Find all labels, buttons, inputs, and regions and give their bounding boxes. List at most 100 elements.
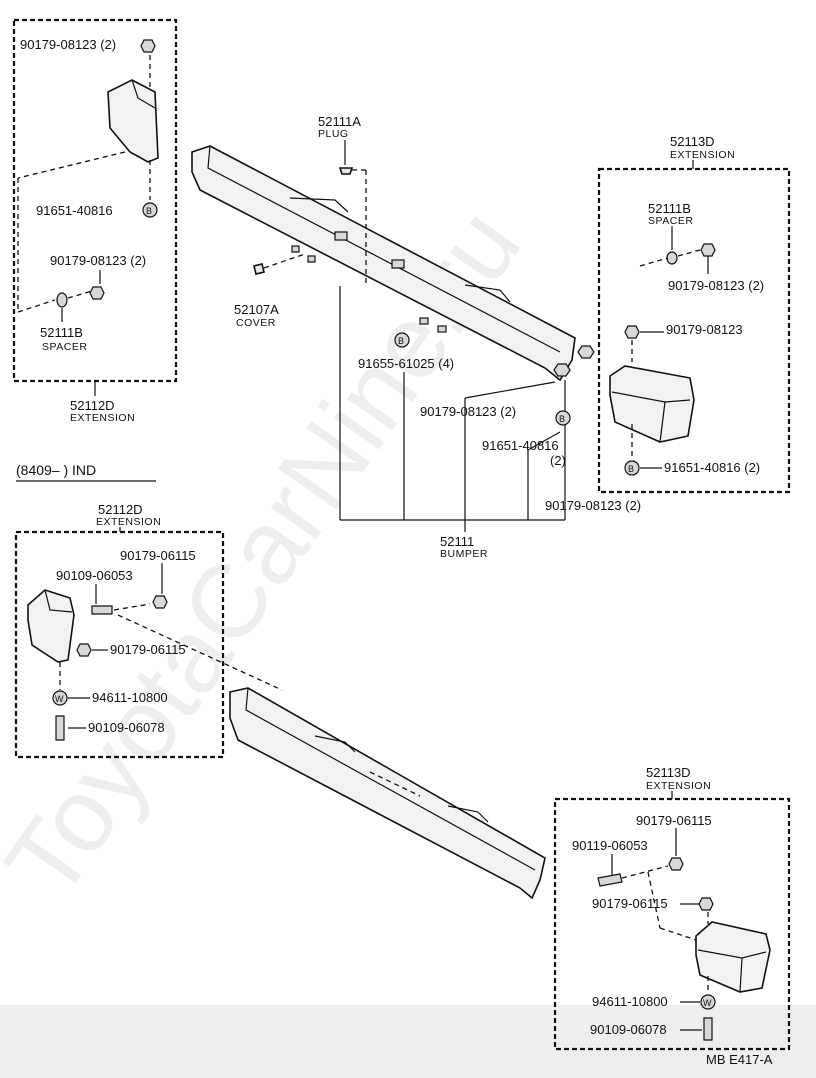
extension-52113D-bottom-group: 52113D EXTENSION 90179-06115 90119-06053…: [553, 765, 791, 1051]
nut-icon: [553, 363, 571, 377]
bracket-edge: [659, 401, 666, 443]
leader-line: [263, 253, 306, 269]
nut-icon: [668, 857, 684, 871]
leader-line: [639, 257, 669, 267]
bumper-rib: [464, 284, 511, 303]
bumper-bar-icon: [191, 145, 576, 382]
leader-line: [621, 865, 669, 879]
label-90179-08123-bottom: 90179-08123 (2): [545, 498, 641, 513]
b-bolt-icon: [555, 410, 571, 426]
label-94611-10800-right: 94611-10800: [592, 994, 668, 1009]
b-bolt-icon: [624, 460, 640, 476]
label-52111B-right: 52111B: [648, 201, 691, 216]
plug-icon: [338, 167, 354, 175]
bolt-mark: B: [146, 206, 152, 216]
bolt-mark: B: [628, 464, 634, 474]
leader-line: [117, 614, 283, 691]
washer-mark: W: [55, 694, 64, 704]
extension-52113D-top-group: 52113D EXTENSION 52111B SPACER 90179-081…: [597, 134, 791, 494]
washer-mark: W: [703, 998, 712, 1008]
label-90179-08123-right-single: 90179-08123: [666, 322, 743, 337]
bolt-icon: [91, 605, 113, 615]
label-spacer-left: SPACER: [42, 341, 87, 353]
bumper-edge: [245, 687, 536, 871]
bumper-hole: [291, 245, 300, 253]
bumper-rib: [314, 735, 356, 753]
extension-bracket-right-lower-icon: [695, 921, 771, 993]
label-91651-40816-center-qty: (2): [550, 453, 566, 468]
label-90179-08123-center: 90179-08123 (2): [420, 404, 516, 419]
bumper-edge: [207, 145, 561, 353]
leader-line: [369, 771, 421, 797]
label-cover: COVER: [236, 317, 276, 329]
leader-line: [464, 381, 556, 399]
extension-box-top-left: [12, 18, 178, 383]
bumper-hole: [307, 255, 316, 263]
extension-box-top-right: [597, 167, 791, 494]
label-bumper: BUMPER: [440, 548, 488, 560]
nut-icon: [140, 39, 156, 53]
extension-bracket-right-icon: [609, 365, 695, 443]
bumper-lower-group: [229, 687, 546, 900]
label-90179-06115-d: 90179-06115: [592, 896, 668, 911]
bracket-edge: [131, 79, 156, 109]
leader-line: [659, 927, 697, 941]
bracket-edge: [739, 957, 743, 993]
label-52112D-bottom: 52112D: [98, 502, 143, 517]
label-90179-06115-b: 90179-06115: [110, 642, 186, 657]
nut-icon: [76, 643, 92, 657]
label-91655-61025: 91655-61025 (4): [358, 356, 454, 371]
label-52113D-top: 52113D: [670, 134, 715, 149]
nut-icon: [698, 897, 714, 911]
leader-line: [17, 151, 126, 179]
label-90179-08123-top-left: 90179-08123 (2): [20, 37, 116, 52]
label-52112D-top: 52112D: [70, 398, 115, 413]
label-90179-08123-mid-left: 90179-08123 (2): [50, 253, 146, 268]
leader-line: [647, 871, 661, 929]
bolt-mark: B: [559, 414, 565, 424]
diagram-code: MB E417-A: [706, 1052, 773, 1067]
cover-icon: [253, 263, 265, 275]
leader-line: [67, 290, 93, 299]
b-bolt-icon: [142, 202, 158, 218]
bumper-bar-lower-icon: [229, 687, 546, 900]
w-washer-icon: [52, 690, 68, 706]
leader-line: [113, 603, 151, 611]
bolt-icon: [597, 873, 623, 887]
label-91651-40816-center: 91651-40816: [482, 438, 559, 453]
label-94611-10800-left: 94611-10800: [92, 690, 168, 705]
nut-icon: [577, 345, 595, 359]
label-extension-top-left: EXTENSION: [70, 412, 135, 424]
bumper-hole: [437, 325, 447, 333]
nut-icon: [89, 286, 105, 300]
label-extension-top-right: EXTENSION: [670, 149, 735, 161]
section-heading-ind: (8409– ) IND: [16, 462, 96, 478]
label-90109-06053: 90109-06053: [56, 568, 133, 583]
label-52113D-bottom: 52113D: [646, 765, 691, 780]
leader-line: [677, 249, 701, 257]
b-bolt-icon: [394, 332, 410, 348]
label-52107A: 52107A: [234, 302, 279, 317]
leader-line: [17, 299, 56, 313]
label-extension-bottom-left: EXTENSION: [96, 516, 161, 528]
extension-bracket-left-icon: [107, 79, 159, 163]
bumper-rib: [447, 805, 489, 823]
label-plug: PLUG: [318, 128, 349, 140]
label-91651-40816-right: 91651-40816 (2): [664, 460, 760, 475]
bumper-slot: [391, 259, 405, 269]
nut-icon: [152, 595, 168, 609]
footer-band: [0, 1005, 816, 1078]
label-90179-06115-a: 90179-06115: [120, 548, 196, 563]
spacer-icon: [56, 292, 68, 308]
label-spacer-right: SPACER: [648, 215, 693, 227]
label-52111B-left: 52111B: [40, 325, 83, 340]
bolt-icon: [55, 715, 65, 741]
bracket-edge: [44, 589, 73, 613]
label-90109-06078-left: 90109-06078: [88, 720, 165, 735]
leader-line: [527, 431, 561, 451]
nut-icon: [700, 243, 716, 257]
extension-52112D-top-group: 90179-08123 (2) 91651-40816 B 90179-0812…: [12, 18, 178, 424]
label-90109-06078-right: 90109-06078: [590, 1022, 667, 1037]
label-52111: 52111: [440, 534, 474, 549]
